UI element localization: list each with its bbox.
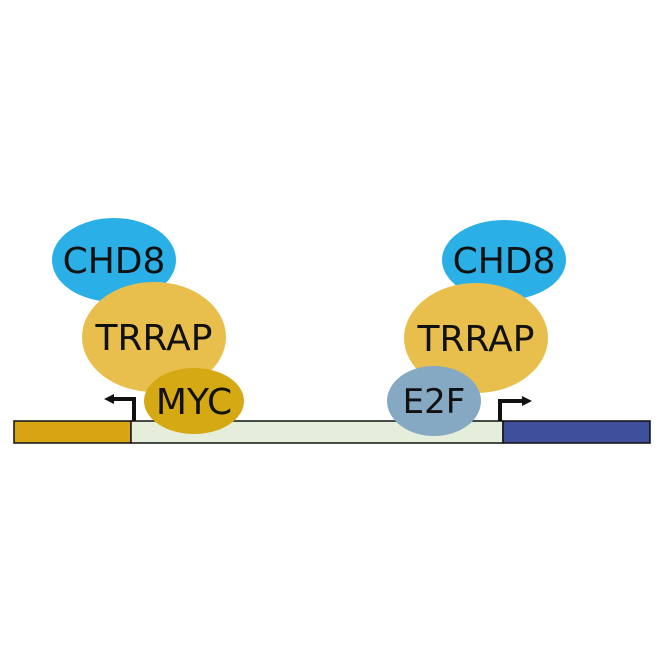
trrap-ellipse-left (82, 282, 226, 392)
left-gene-block (13, 420, 132, 444)
chd8-ellipse-right (442, 220, 566, 300)
tss-arrow-left-icon (104, 394, 136, 421)
e2f-label: E2F (403, 382, 466, 422)
trrap-label-left: TRRAP (95, 318, 213, 359)
tss-arrow-right-icon (498, 396, 532, 421)
right-complex: CHD8 TRRAP E2F (387, 220, 566, 436)
myc-ellipse (144, 368, 244, 434)
right-gene-block (502, 420, 651, 444)
e2f-ellipse (387, 366, 481, 436)
left-complex: CHD8 TRRAP MYC (52, 218, 244, 434)
chd8-ellipse-left (52, 218, 176, 302)
trrap-ellipse-right (404, 283, 548, 393)
chd8-label-right: CHD8 (453, 241, 556, 282)
myc-label: MYC (156, 382, 232, 423)
chd8-label-left: CHD8 (63, 241, 166, 282)
trrap-label-right: TRRAP (417, 319, 535, 360)
dna-track (13, 420, 651, 444)
